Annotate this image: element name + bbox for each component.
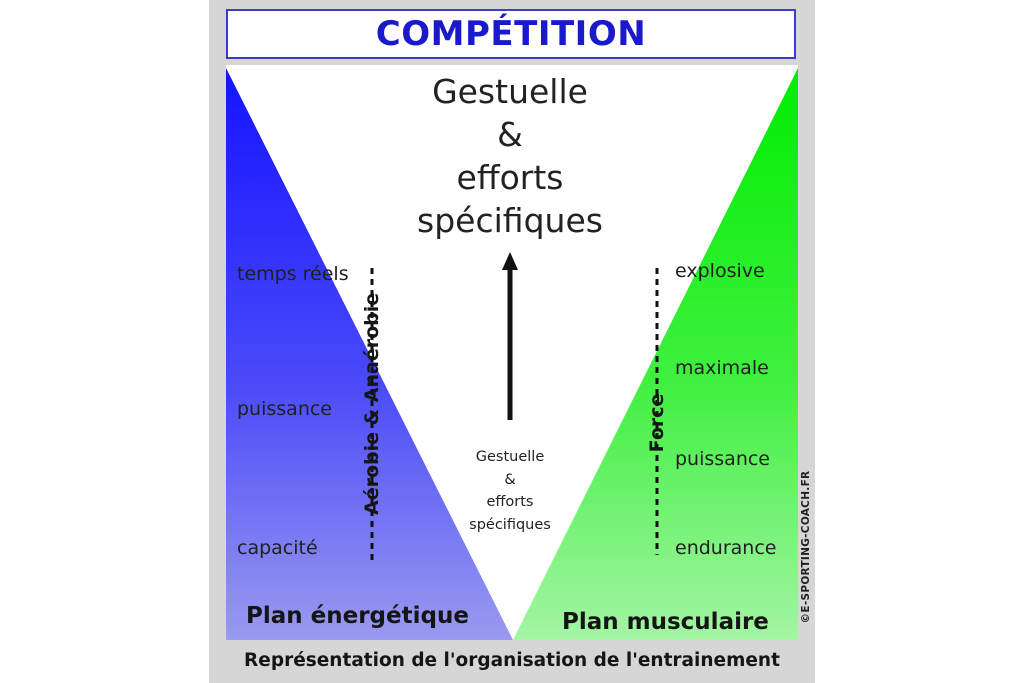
small-label-line: & (504, 471, 516, 488)
heading-line: & (497, 115, 523, 154)
small-label-line: Gestuelle (475, 449, 545, 465)
force-level-endurance: endurance (675, 537, 777, 559)
heading-line: spécifiques (417, 201, 603, 240)
title-box: COMPÉTITION (226, 9, 796, 59)
force-level-puissance: puissance (675, 448, 770, 470)
muscular-triangle (513, 68, 798, 640)
heading-line: Gestuelle (432, 72, 588, 111)
energy-triangle (226, 68, 513, 640)
force-axis-label: Force (646, 393, 668, 453)
muscular-plan-label: Plan musculaire (562, 609, 769, 635)
energy-level-puissance: puissance (237, 398, 332, 420)
force-level-explosive: explosive (675, 260, 765, 282)
energy-level-temps-reels: temps réels (237, 263, 349, 285)
specific-efforts-small-label: Gestuelle & efforts spécifiques (440, 446, 580, 536)
heading-line: efforts (456, 158, 564, 197)
small-label-line: efforts (486, 494, 534, 510)
force-level-maximale: maximale (675, 357, 769, 379)
specific-efforts-heading: Gestuelle & efforts spécifiques (380, 70, 640, 242)
energy-axis-label: Aérobie & Anaérobie (361, 292, 383, 515)
energy-plan-label: Plan énergétique (246, 603, 469, 629)
progression-arrow-head (502, 252, 518, 270)
diagram-caption: Représentation de l'organisation de l'en… (244, 650, 780, 671)
energy-level-capacite: capacité (237, 537, 318, 559)
copyright-credit: ©E-SPORTING-COACH.FR (800, 470, 812, 624)
small-label-line: spécifiques (469, 516, 551, 533)
diagram-title: COMPÉTITION (375, 14, 647, 54)
